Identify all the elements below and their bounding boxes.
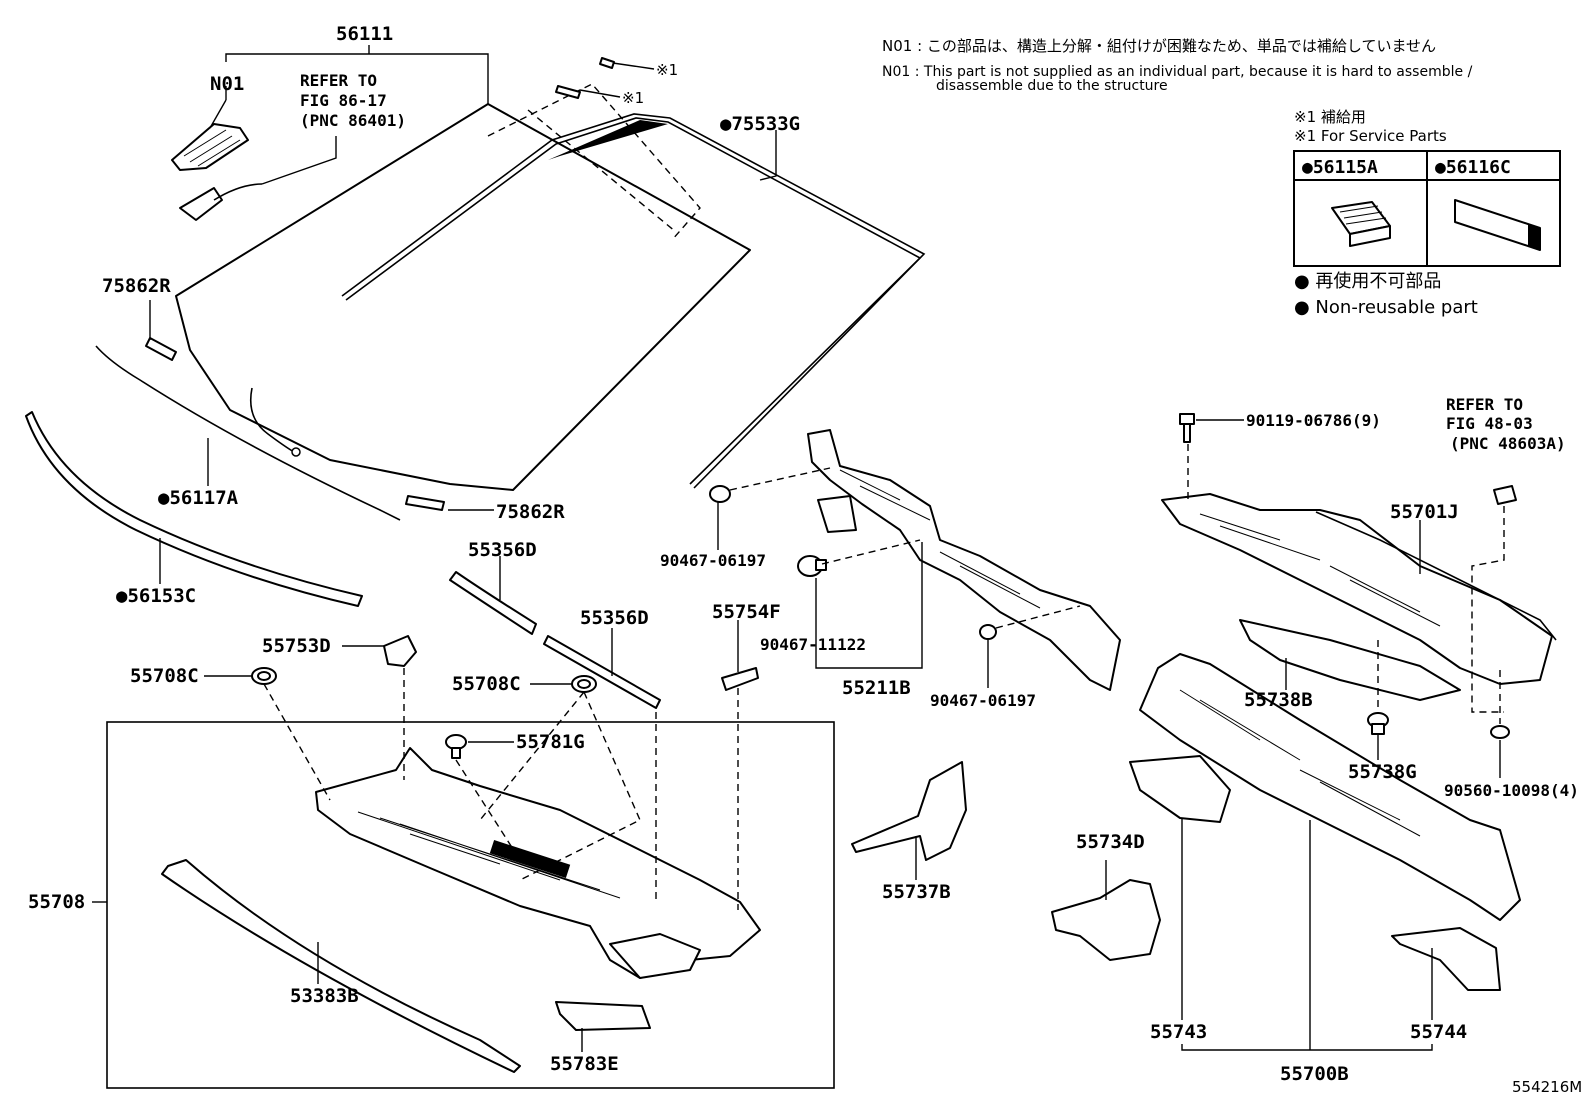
nut-48603a-drawing — [1493, 485, 1517, 505]
clip-56115a-drawing — [1331, 201, 1391, 247]
clip-55781g-drawing — [445, 734, 467, 759]
label-90119: 90119-06786(9) — [1246, 411, 1381, 430]
label-90560: 90560-10098(4) — [1444, 781, 1579, 800]
service-col2-label: ●56116C — [1435, 157, 1511, 178]
ref-fig86-l2: FIG 86-17 — [300, 91, 387, 110]
note-n01-en-2: disassemble due to the structure — [936, 78, 1168, 94]
label-90467-11122: 90467-11122 — [760, 635, 866, 654]
label-55753d: 55753D — [262, 635, 331, 657]
clip-55738g-drawing — [1367, 712, 1389, 735]
ref-fig86-l3: (PNC 86401) — [300, 111, 406, 130]
clip-90467-06197-a-drawing — [709, 485, 731, 503]
label-55734d: 55734D — [1076, 831, 1145, 853]
cowl-top-assembly-box — [106, 721, 835, 1089]
service-col1-label: ●56115A — [1302, 157, 1378, 178]
panel-55744-drawing — [1391, 927, 1501, 991]
label-75862r-top: 75862R — [102, 275, 171, 297]
label-90467-06197-b: 90467-06197 — [930, 691, 1036, 710]
legend-jp: ● 再使用不可部品 — [1294, 271, 1441, 292]
star-mark-2: ※1 — [622, 89, 644, 107]
bolt-90119-drawing — [1179, 413, 1195, 443]
molding-75862r-bottom-drawing — [405, 495, 445, 511]
service-mark-jp: ※1 補給用 — [1294, 108, 1366, 126]
reinforcement-55211b-drawing — [807, 429, 1121, 691]
seal-55356d-lower-drawing — [543, 635, 661, 709]
figure-number: 554216M — [1512, 1078, 1582, 1096]
assembly-lines-55211b — [729, 467, 1081, 629]
seal-55754f-drawing — [721, 667, 759, 691]
camera-cover-drawing — [179, 183, 263, 221]
label-55783e: 55783E — [550, 1053, 619, 1075]
molding-56153c-drawing — [25, 411, 363, 607]
clip-90467-11122-drawing — [797, 555, 827, 577]
service-mark-en: ※1 For Service Parts — [1294, 127, 1447, 145]
label-53383b: 53383B — [290, 985, 359, 1007]
label-55701j: 55701J — [1390, 501, 1459, 523]
label-75533g: ●75533G — [720, 113, 800, 135]
ref-fig86-l1: REFER TO — [300, 71, 377, 90]
label-75862r-bottom: 75862R — [496, 501, 565, 523]
label-55708: 55708 — [28, 891, 85, 913]
label-55743: 55743 — [1150, 1021, 1207, 1043]
windshield-glass-drawing — [175, 83, 926, 491]
label-55738b: 55738B — [1244, 689, 1313, 711]
washer-90560-drawing — [1490, 725, 1510, 739]
label-56111: 56111 — [336, 23, 393, 45]
dam-56117a-drawing — [95, 345, 401, 521]
sensor-bracket-n01-drawing — [171, 123, 249, 171]
label-55781g: 55781G — [516, 731, 585, 753]
label-55738g: 55738G — [1348, 761, 1417, 783]
clip-55708c-left-drawing — [251, 667, 277, 685]
label-55744: 55744 — [1410, 1021, 1467, 1043]
service-parts-box: ●56115A ●56116C — [1293, 150, 1561, 267]
cowl-panel-55700b-drawing — [1139, 653, 1521, 921]
tape-56116c-drawing — [1454, 199, 1541, 251]
label-55737b: 55737B — [882, 881, 951, 903]
label-55754f: 55754F — [712, 601, 781, 623]
label-55356d-lower: 55356D — [580, 607, 649, 629]
label-55700b: 55700B — [1280, 1063, 1349, 1085]
seal-53383b-drawing — [161, 859, 521, 1073]
clip-55753d-drawing — [383, 635, 417, 667]
seal-55356d-upper-drawing — [449, 571, 537, 635]
note-n01-en-1: N01 : This part is not supplied as an in… — [882, 64, 1473, 80]
leader-lines — [92, 45, 1501, 1052]
note-n01-jp: N01 : この部品は、構造上分解・組付けが困難なため、単品では補給していません — [882, 37, 1436, 55]
label-55708c-left: 55708C — [130, 665, 199, 687]
label-55211b: 55211B — [842, 677, 911, 699]
legend-en: ● Non-reusable part — [1294, 297, 1478, 318]
bracket-55734d-drawing — [1051, 879, 1161, 961]
clip-90467-06197-b-drawing — [979, 624, 997, 640]
ref-fig48-l1: REFER TO — [1446, 395, 1523, 414]
ref-fig48-l2: FIG 48-03 — [1446, 414, 1533, 433]
cover-55783e-drawing — [555, 1001, 651, 1031]
ref-fig48-l3: (PNC 48603A) — [1450, 434, 1566, 453]
label-56117a: ●56117A — [158, 487, 239, 509]
assembly-lines-right — [1187, 444, 1505, 724]
molding-75862r-top-drawing — [145, 337, 177, 361]
star-mark-1: ※1 — [656, 61, 678, 79]
assembly-lines-cowl — [263, 668, 739, 910]
clip-55708c-right-drawing — [571, 675, 597, 693]
label-n01: N01 — [210, 73, 244, 95]
panel-55743-drawing — [1129, 755, 1231, 823]
label-56153c: ●56153C — [116, 585, 196, 607]
label-55708c-right: 55708C — [452, 673, 521, 695]
cowl-top-panel-drawing — [315, 747, 761, 979]
label-55356d-upper: 55356D — [468, 539, 537, 561]
label-90467-06197-a: 90467-06197 — [660, 551, 766, 570]
bracket-55737b-drawing — [851, 761, 967, 861]
panel-55701j-drawing — [1161, 493, 1557, 685]
panel-55738b-drawing — [1239, 619, 1461, 701]
